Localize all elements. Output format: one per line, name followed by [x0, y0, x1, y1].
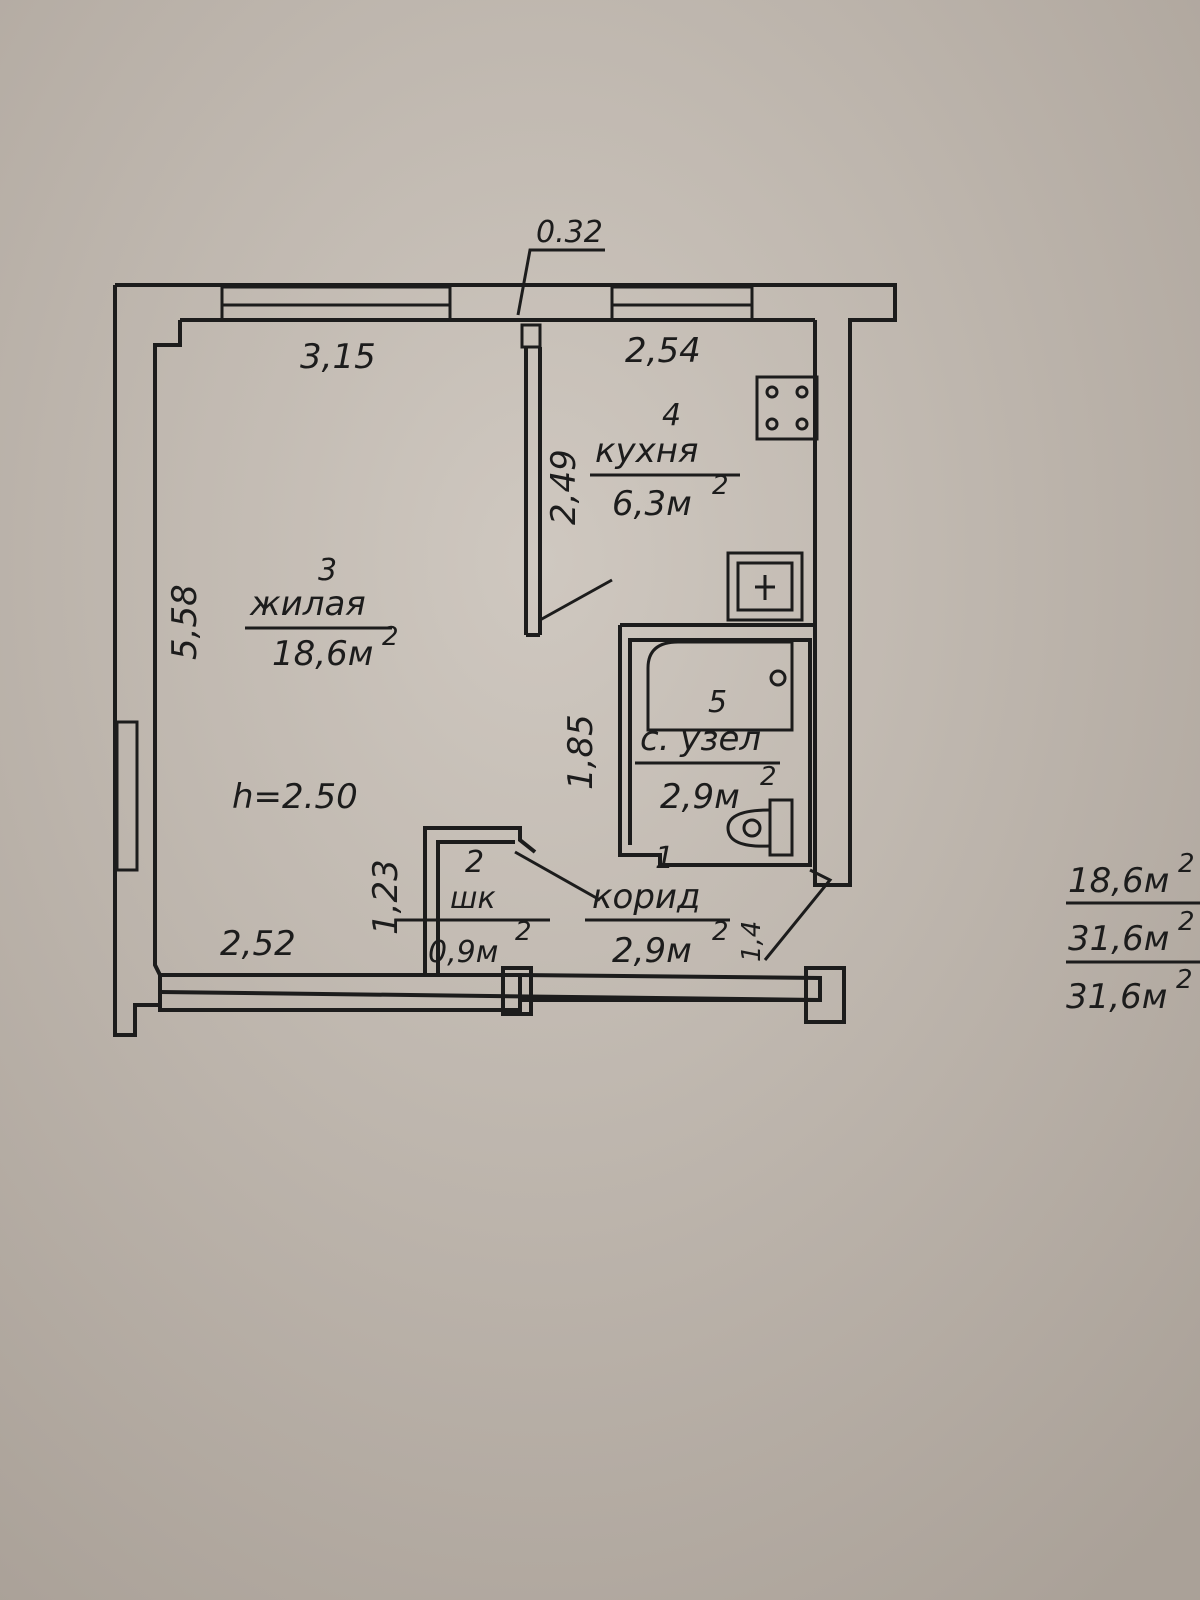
- toilet-icon: [726, 798, 794, 857]
- room-number: 1: [655, 841, 674, 876]
- total-area: 31,6м: [1068, 919, 1169, 959]
- room-area: 6,3м: [612, 484, 692, 524]
- room-area: 2,9м: [660, 777, 740, 817]
- room-area-sup: 2: [712, 471, 729, 501]
- dim-kitchen-top: 2,54: [625, 331, 701, 371]
- dim-closet-left: 1,23: [366, 859, 406, 935]
- ceiling-height: h=2.50: [232, 777, 358, 817]
- dim-corridor-small: 1,4: [737, 921, 767, 962]
- room-area-sup: 2: [382, 622, 399, 652]
- room-name: шк: [450, 881, 496, 916]
- room-name: жилая: [249, 584, 366, 624]
- top-dimension: 0.32: [536, 215, 603, 250]
- interior-walls: [423, 323, 833, 975]
- bathtub-icon: [646, 640, 794, 732]
- room-number: 3: [318, 553, 337, 588]
- room-number: 4: [662, 398, 681, 433]
- room-living: 3 жилая 18,6м 2: [245, 553, 399, 674]
- room-area: 0,9м: [428, 935, 498, 970]
- stove-icon: [755, 375, 819, 441]
- dim-living-left: 5,58: [165, 584, 205, 660]
- dim-bath-wall: 1,85: [561, 714, 601, 790]
- total-living-area-sup: 2: [1178, 849, 1195, 879]
- room-bathroom: 5 с. узел 2,9м 2: [635, 685, 780, 817]
- total-area-sup: 2: [1178, 907, 1195, 937]
- room-name: с. узел: [640, 719, 761, 759]
- room-name: кухня: [595, 431, 698, 471]
- room-area-sup: 2: [760, 762, 777, 792]
- room-kitchen: 4 кухня 6,3м 2: [590, 398, 740, 524]
- room-name: корид: [592, 877, 701, 917]
- room-area-sup: 2: [712, 917, 729, 947]
- total-area-2: 31,6м: [1066, 977, 1167, 1017]
- dim-kitchen-wall: 2,49: [544, 449, 584, 525]
- room-corridor: 1 корид 2,9м 2: [585, 841, 730, 971]
- area-totals: 18,6м 2 31,6м 2 31,6м 2: [1066, 849, 1200, 1017]
- room-number: 2: [465, 845, 484, 880]
- dim-bottom-left: 2,52: [220, 924, 296, 964]
- dim-living-top: 3,15: [300, 337, 376, 377]
- exterior-walls: [113, 283, 897, 1037]
- room-area: 2,9м: [612, 931, 692, 971]
- total-living-area: 18,6м: [1068, 861, 1169, 901]
- room-closet: 2 шк 0,9м 2: [395, 845, 550, 970]
- top-dimension-leader: [516, 248, 605, 316]
- room-area: 18,6м: [272, 634, 373, 674]
- room-area-sup: 2: [515, 917, 532, 947]
- room-number: 5: [708, 685, 727, 720]
- total-area-2-sup: 2: [1176, 965, 1193, 995]
- sink-icon: [726, 551, 804, 622]
